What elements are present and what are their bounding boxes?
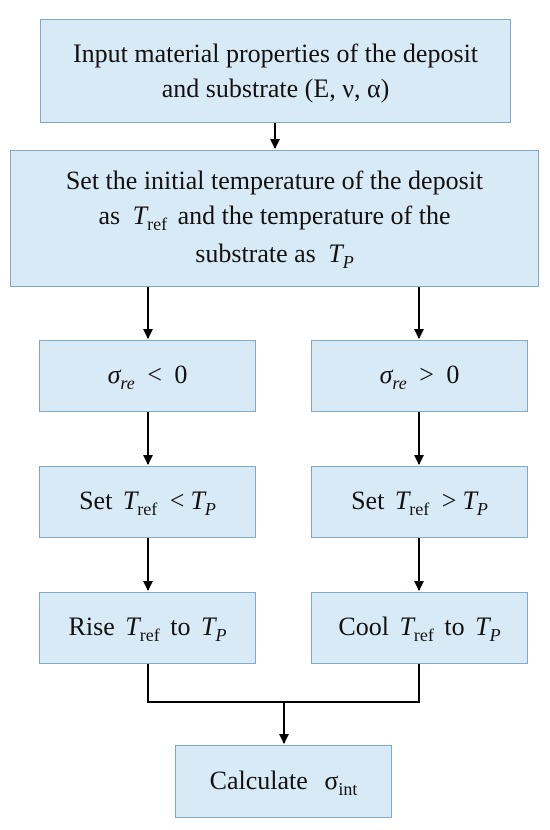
t-ref-symbol: T [125, 612, 140, 641]
set-initial-line-2: as Tref and the temperature of the [66, 198, 483, 236]
t-ref-subscript: ref [147, 214, 168, 234]
zero-value: 0 [174, 360, 188, 389]
input-properties-box: Input material properties of the deposit… [40, 19, 511, 123]
t-p-symbol: T [328, 239, 343, 268]
t-p-symbol: T [190, 486, 205, 515]
t-ref-subscript: ref [413, 625, 434, 645]
sigma-int-subscript: int [338, 778, 358, 799]
to-word: to [170, 612, 191, 641]
t-p-subscript: P [476, 499, 488, 519]
set-left-text: Set Tref <TP [79, 483, 216, 521]
rise-text: Rise Tref to TP [69, 609, 227, 647]
rise-verb: Rise [68, 612, 115, 641]
t-ref-subscript: ref [139, 625, 160, 645]
cool-text: Cool Tref to TP [338, 609, 500, 647]
t-p-symbol: T [475, 612, 490, 641]
condition-right-text: σre > 0 [380, 357, 460, 395]
set-initial-temperature-box: Set the initial temperature of the depos… [10, 150, 539, 287]
sigma-subscript: re [392, 373, 407, 393]
t-ref-subscript: ref [409, 499, 430, 519]
t-ref-symbol: T [132, 201, 148, 230]
calculate-text: Calculate σint [210, 763, 358, 801]
sigma-symbol: σ [379, 360, 393, 389]
set-right-text: Set Tref >TP [351, 483, 488, 521]
cool-box: Cool Tref to TP [311, 592, 528, 664]
condition-left-text: σre < 0 [108, 357, 188, 395]
sigma-symbol: σ [107, 360, 121, 389]
rise-box: Rise Tref to TP [39, 592, 256, 664]
set-initial-line-3: substrate as TP [66, 236, 483, 274]
sigma-int-symbol: σ [324, 765, 339, 795]
less-than-operator: < [169, 486, 185, 515]
set-word: Set [79, 486, 113, 515]
t-p-subscript: P [342, 252, 354, 272]
greater-than-operator: > [441, 486, 457, 515]
line2-post: and the temperature of the [177, 201, 451, 230]
greater-than-operator: > [419, 360, 434, 389]
t-p-subscript: P [489, 625, 501, 645]
t-p-symbol: T [200, 612, 216, 641]
t-ref-subscript: ref [137, 499, 158, 519]
merge-connector [147, 664, 420, 703]
input-line-1: Input material properties of the deposit [72, 39, 479, 68]
t-p-subscript: P [215, 625, 227, 645]
input-line-2: and substrate (E, ν, α) [161, 74, 390, 103]
t-ref-symbol: T [122, 486, 138, 515]
set-right-box: Set Tref >TP [311, 466, 528, 538]
calculate-verb: Calculate [209, 765, 308, 795]
input-properties-text: Input material properties of the deposit… [73, 36, 478, 106]
set-left-box: Set Tref <TP [39, 466, 256, 538]
t-p-subscript: P [204, 499, 216, 519]
line2-pre: as [98, 201, 121, 230]
t-ref-symbol: T [394, 486, 410, 515]
set-word: Set [351, 486, 385, 515]
calculate-box: Calculate σint [175, 745, 392, 818]
condition-left-box: σre < 0 [39, 340, 256, 412]
set-initial-line-1: Set the initial temperature of the depos… [65, 166, 484, 195]
less-than-operator: < [147, 360, 162, 389]
t-ref-symbol: T [399, 612, 414, 641]
condition-right-box: σre > 0 [311, 340, 528, 412]
set-initial-text: Set the initial temperature of the depos… [66, 163, 483, 274]
line3-pre: substrate as [195, 239, 316, 268]
to-word: to [444, 612, 465, 641]
cool-verb: Cool [338, 612, 389, 641]
zero-value: 0 [446, 360, 460, 389]
t-p-symbol: T [462, 486, 477, 515]
sigma-subscript: re [120, 373, 135, 393]
